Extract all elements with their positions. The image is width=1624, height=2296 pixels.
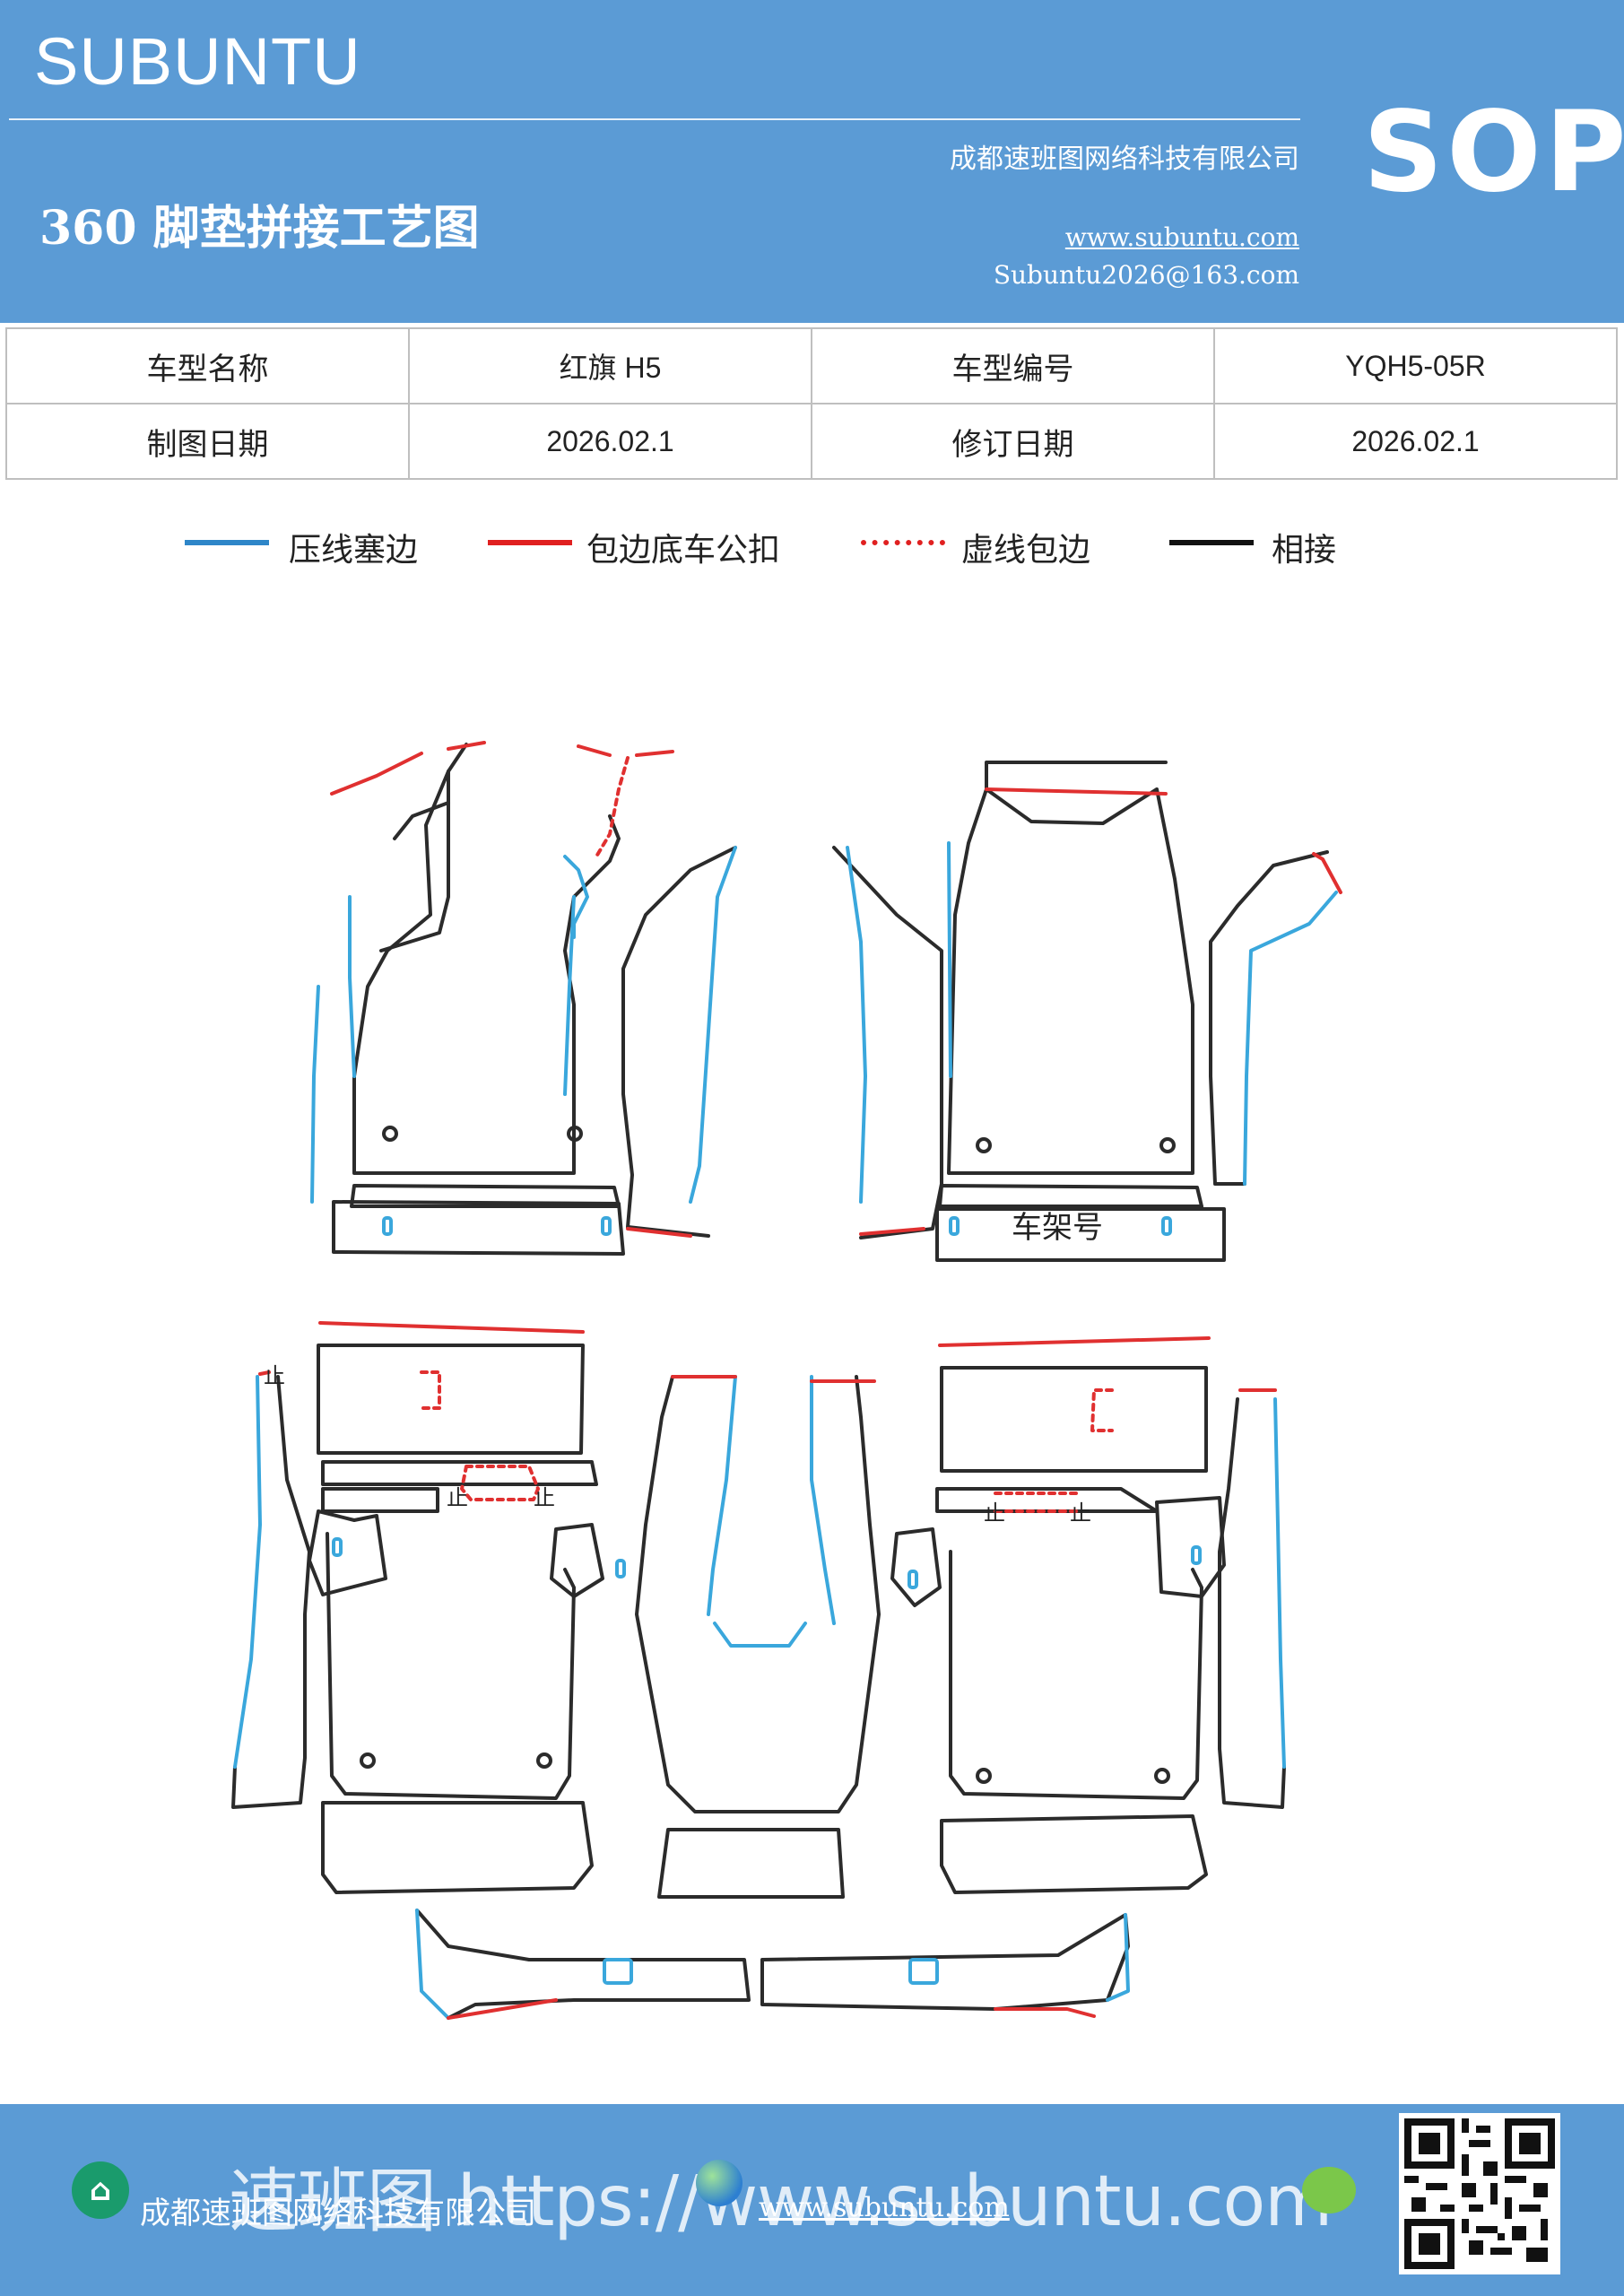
vehicle-info-table: 车型名称 红旗 H5 车型编号 YQH5-05R 制图日期 2026.02.1 … xyxy=(5,327,1618,480)
qr-code-icon xyxy=(1404,2118,1555,2269)
table-cell: 红旗 H5 xyxy=(408,327,812,404)
legend-swatch xyxy=(185,540,269,545)
legend-label: 包边底车公扣 xyxy=(586,532,781,569)
footer-watermark: 速班图 https://www.subuntu.com xyxy=(229,2161,1333,2242)
table-cell: 2026.02.1 xyxy=(408,403,812,480)
fastener-mark: 止 xyxy=(984,1500,1005,1526)
table-cell: 2026.02.1 xyxy=(1213,403,1618,480)
header-banner xyxy=(0,0,1624,323)
fastener-mark: 止 xyxy=(264,1363,285,1388)
legend-label: 虚线包边 xyxy=(961,532,1091,569)
header-divider xyxy=(9,118,1300,120)
fastener-mark: 止 xyxy=(534,1485,555,1510)
dashed-wrap-lines xyxy=(420,756,1114,1513)
fastener-mark: 止 xyxy=(447,1485,468,1510)
table-row: 车型名称 红旗 H5 车型编号 YQH5-05R xyxy=(5,327,1618,404)
footer-company-name: 成都速班图网络科技有限公司 xyxy=(140,2196,536,2231)
website-link[interactable]: www.subuntu.com xyxy=(1064,222,1299,252)
page-title: 360 脚垫拼接工艺图 xyxy=(39,201,480,256)
sop-badge: SOP xyxy=(1363,88,1624,217)
table-cell: 车型编号 xyxy=(811,327,1215,404)
legend-label: 相接 xyxy=(1272,532,1337,569)
table-cell: 车型名称 xyxy=(5,327,410,404)
chassis-number-label: 车架号 xyxy=(1012,1210,1103,1246)
table-cell: 制图日期 xyxy=(5,403,410,480)
globe-icon xyxy=(696,2160,743,2206)
wechat-icon xyxy=(1302,2167,1356,2213)
footer-website-link[interactable]: www.subuntu.com xyxy=(759,2192,1010,2223)
legend-label: 压线塞边 xyxy=(289,532,419,569)
email-address[interactable]: Subuntu2026@163.com xyxy=(993,260,1299,290)
building-icon: ⌂ xyxy=(72,2161,129,2219)
legend-swatch xyxy=(861,540,945,545)
table-cell: YQH5-05R xyxy=(1213,327,1618,404)
join-lines xyxy=(231,743,1329,2020)
wrap-lines xyxy=(258,741,1342,2020)
legend-swatch xyxy=(488,540,572,545)
company-name: 成都速班图网络科技有限公司 xyxy=(950,144,1299,175)
qr-code xyxy=(1399,2113,1560,2274)
table-row: 制图日期 2026.02.1 修订日期 2026.02.1 xyxy=(5,403,1618,480)
legend-swatch xyxy=(1169,540,1254,545)
fastener-mark: 止 xyxy=(1070,1500,1091,1526)
table-cell: 修订日期 xyxy=(811,403,1215,480)
press-lines xyxy=(233,841,1338,2020)
floor-mat-diagram: 车架号 止 止 止 止 止 xyxy=(231,741,1342,2020)
brand-logo-text: SUBUNTU xyxy=(34,24,361,99)
